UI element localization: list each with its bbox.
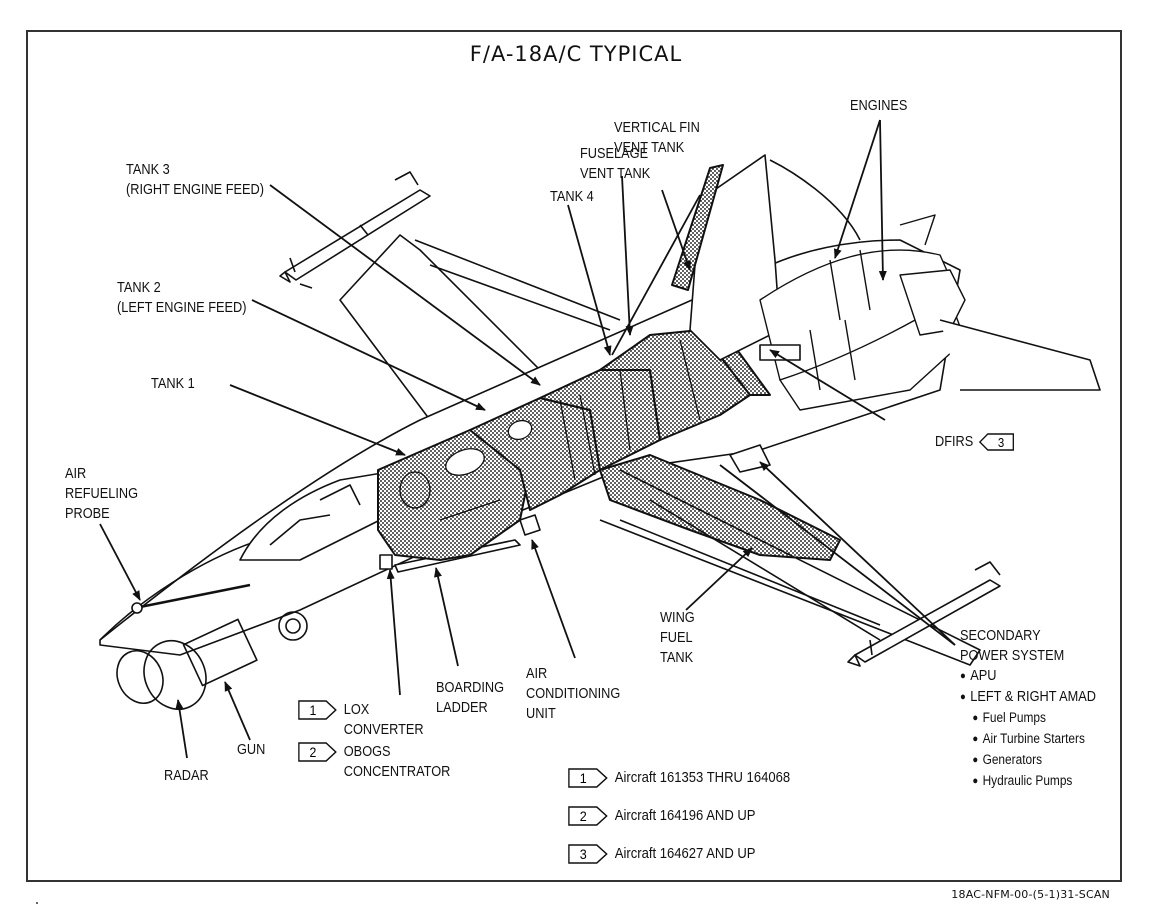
leader-tank3 — [269, 184, 541, 386]
leader-secondary-power-1 — [759, 461, 956, 646]
leader-secondary-power-2 — [719, 464, 956, 646]
note-item: 1 Aircraft 161353 THRU 164068 — [568, 768, 790, 788]
note-ref-tag: 3 — [568, 844, 608, 864]
note-ref-tag: 2 — [568, 806, 608, 826]
leader-wing-fuel-tank — [685, 547, 753, 611]
note-ref-tag: 1 — [568, 768, 608, 788]
vertical-fin-vent-tank — [671, 164, 724, 291]
label-tank-3: TANK 3 (RIGHT ENGINE FEED) — [126, 162, 265, 198]
right-wing — [599, 469, 981, 666]
missile-lower-right — [847, 561, 1001, 667]
nose-cone — [99, 539, 261, 641]
leader-tank4 — [567, 204, 612, 356]
label-fuselage-vent-tank: FUSELAGE VENT TANK — [580, 146, 651, 182]
svg-text:2: 2 — [310, 744, 317, 760]
drawing-frame — [26, 30, 1122, 882]
label-tank-4: TANK 4 — [550, 189, 594, 205]
label-tank-1: TANK 1 — [151, 376, 195, 392]
note-ref-tag-left: 3 — [978, 433, 1014, 451]
leader-dfirs — [769, 349, 886, 421]
wing-fuel-tank — [599, 454, 841, 561]
label-air-refueling-probe: AIR REFUELING PROBE — [65, 466, 139, 522]
label-engines: ENGINES — [850, 98, 908, 114]
label-gun: GUN — [237, 742, 266, 758]
missile-upper-left — [279, 171, 431, 289]
svg-text:1: 1 — [580, 770, 587, 786]
label-radar: RADAR — [164, 768, 209, 784]
svg-text:2: 2 — [580, 808, 587, 824]
document-id: 18AC-NFM-00-(5-1)31-SCAN — [951, 888, 1110, 901]
note-item: 3 Aircraft 164627 AND UP — [568, 844, 756, 864]
label-wing-fuel-tank: WING FUEL TANK — [660, 610, 695, 666]
leader-vertical-fin-vent-tank — [661, 189, 691, 271]
leader-air-refueling-probe — [99, 523, 141, 601]
tank-4 — [599, 329, 751, 441]
leader-tank2 — [251, 299, 486, 411]
leader-fuselage-vent-tank-2 — [611, 194, 701, 356]
svg-text:1: 1 — [310, 702, 317, 718]
left-wing — [339, 234, 561, 421]
note-item: 2 Aircraft 164196 AND UP — [568, 806, 756, 826]
leader-engines-1 — [833, 119, 881, 259]
leader-fuselage-vent-tank — [621, 175, 634, 336]
label-obogs-concentrator: 2 OBOGS CONCENTRATOR — [298, 742, 450, 782]
label-secondary-power-system: SECONDARY POWER SYSTEM APU LEFT & RIGHT … — [960, 626, 1096, 792]
label-air-conditioning-unit: AIR CONDITIONING UNIT — [526, 666, 621, 722]
refueling-probe — [139, 583, 251, 609]
label-boarding-ladder: BOARDING LADDER — [436, 680, 505, 716]
leader-air-conditioning — [531, 539, 576, 659]
diagram-title: F/A-18A/C TYPICAL — [469, 42, 683, 66]
svg-text:3: 3 — [997, 435, 1004, 450]
svg-text:3: 3 — [580, 846, 587, 862]
leader-boarding-ladder — [434, 567, 459, 667]
note-ref-tag: 2 — [298, 742, 337, 762]
label-tank-2: TANK 2 (LEFT ENGINE FEED) — [117, 280, 247, 316]
engines — [759, 214, 966, 411]
scan-speck — [36, 902, 38, 904]
note-ref-tag: 1 — [298, 700, 337, 720]
leader-radar — [175, 699, 188, 759]
label-dfirs: DFIRS 3 — [935, 432, 1021, 452]
leader-tank1 — [229, 384, 406, 456]
leader-engines-2 — [878, 119, 887, 281]
label-vertical-fin-vent-tank: VERTICAL FIN VENT TANK — [614, 120, 700, 156]
label-lox-converter: 1 LOX CONVERTER — [298, 700, 424, 740]
leader-gun — [224, 681, 251, 741]
leader-lox-converter — [386, 569, 401, 696]
